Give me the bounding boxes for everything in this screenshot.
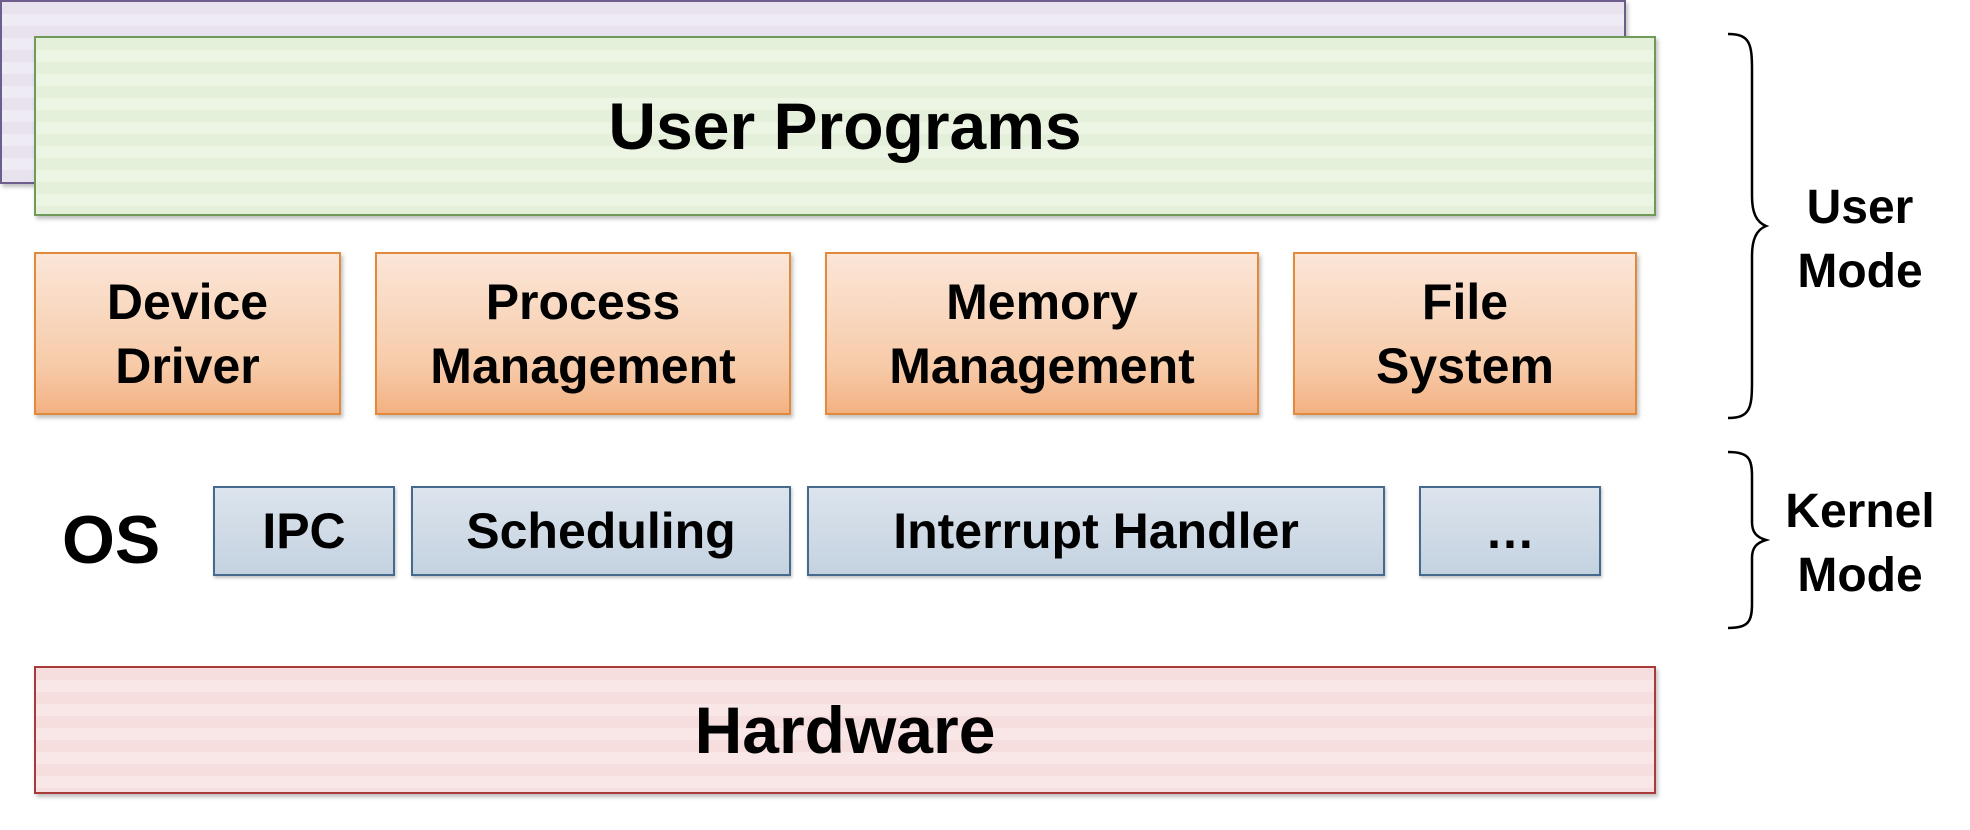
hardware-label: Hardware: [694, 693, 996, 767]
more-components-box: …: [1419, 486, 1601, 576]
user-mode-brace: [1727, 32, 1770, 420]
kernel-mode-line1: Kernel: [1785, 485, 1935, 538]
file-system-box: File System: [1293, 252, 1637, 415]
process-management-label: Process Management: [430, 273, 736, 394]
kernel-mode-brace: [1727, 450, 1770, 630]
interrupt-handler-label: Interrupt Handler: [893, 503, 1299, 559]
ipc-label: IPC: [262, 503, 346, 559]
device-driver-box: Device Driver: [34, 252, 341, 415]
process-management-box: Process Management: [375, 252, 791, 415]
interrupt-handler-box: Interrupt Handler: [807, 486, 1385, 576]
user-programs-label: User Programs: [608, 89, 1082, 163]
memory-management-label: Memory Management: [889, 273, 1195, 394]
kernel-mode-label: Kernel Mode: [1780, 480, 1940, 608]
device-driver-label: Device Driver: [106, 273, 269, 394]
user-mode-label: User Mode: [1780, 176, 1940, 304]
more-components-label: …: [1485, 503, 1535, 559]
user-programs-layer: User Programs: [34, 36, 1656, 216]
scheduling-label: Scheduling: [466, 503, 736, 559]
user-mode-line1: User: [1806, 181, 1914, 234]
kernel-mode-line2: Mode: [1797, 549, 1923, 602]
memory-management-box: Memory Management: [825, 252, 1259, 415]
scheduling-box: Scheduling: [411, 486, 791, 576]
ipc-box: IPC: [213, 486, 395, 576]
os-label: OS: [62, 502, 161, 578]
user-mode-line2: Mode: [1797, 245, 1923, 298]
hardware-layer: Hardware: [34, 666, 1656, 794]
file-system-label: File System: [1376, 273, 1554, 394]
